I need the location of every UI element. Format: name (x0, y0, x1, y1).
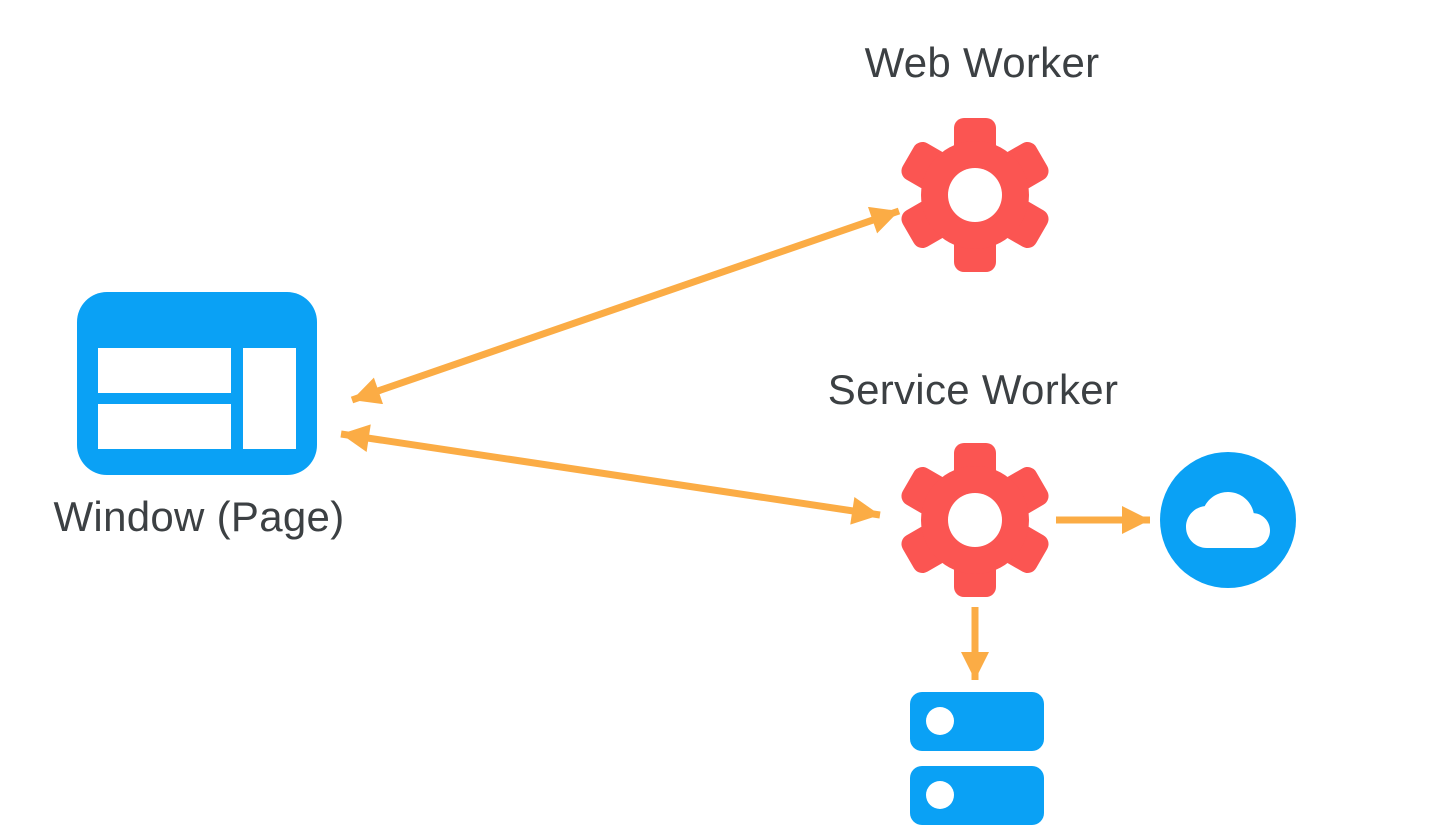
arrow-window-service-worker (340, 424, 881, 525)
arrow-window-web-worker (350, 206, 901, 405)
cloud-network-icon (1160, 452, 1296, 588)
storage-stack-icon (910, 692, 1044, 825)
window-page-label: Window (Page) (53, 493, 345, 540)
service-worker-gear-icon (901, 443, 1049, 597)
service-worker-label: Service Worker (827, 366, 1119, 413)
web-worker-gear-icon (901, 118, 1049, 272)
web-worker-label: Web Worker (864, 39, 1100, 86)
browser-window-icon (77, 292, 317, 475)
